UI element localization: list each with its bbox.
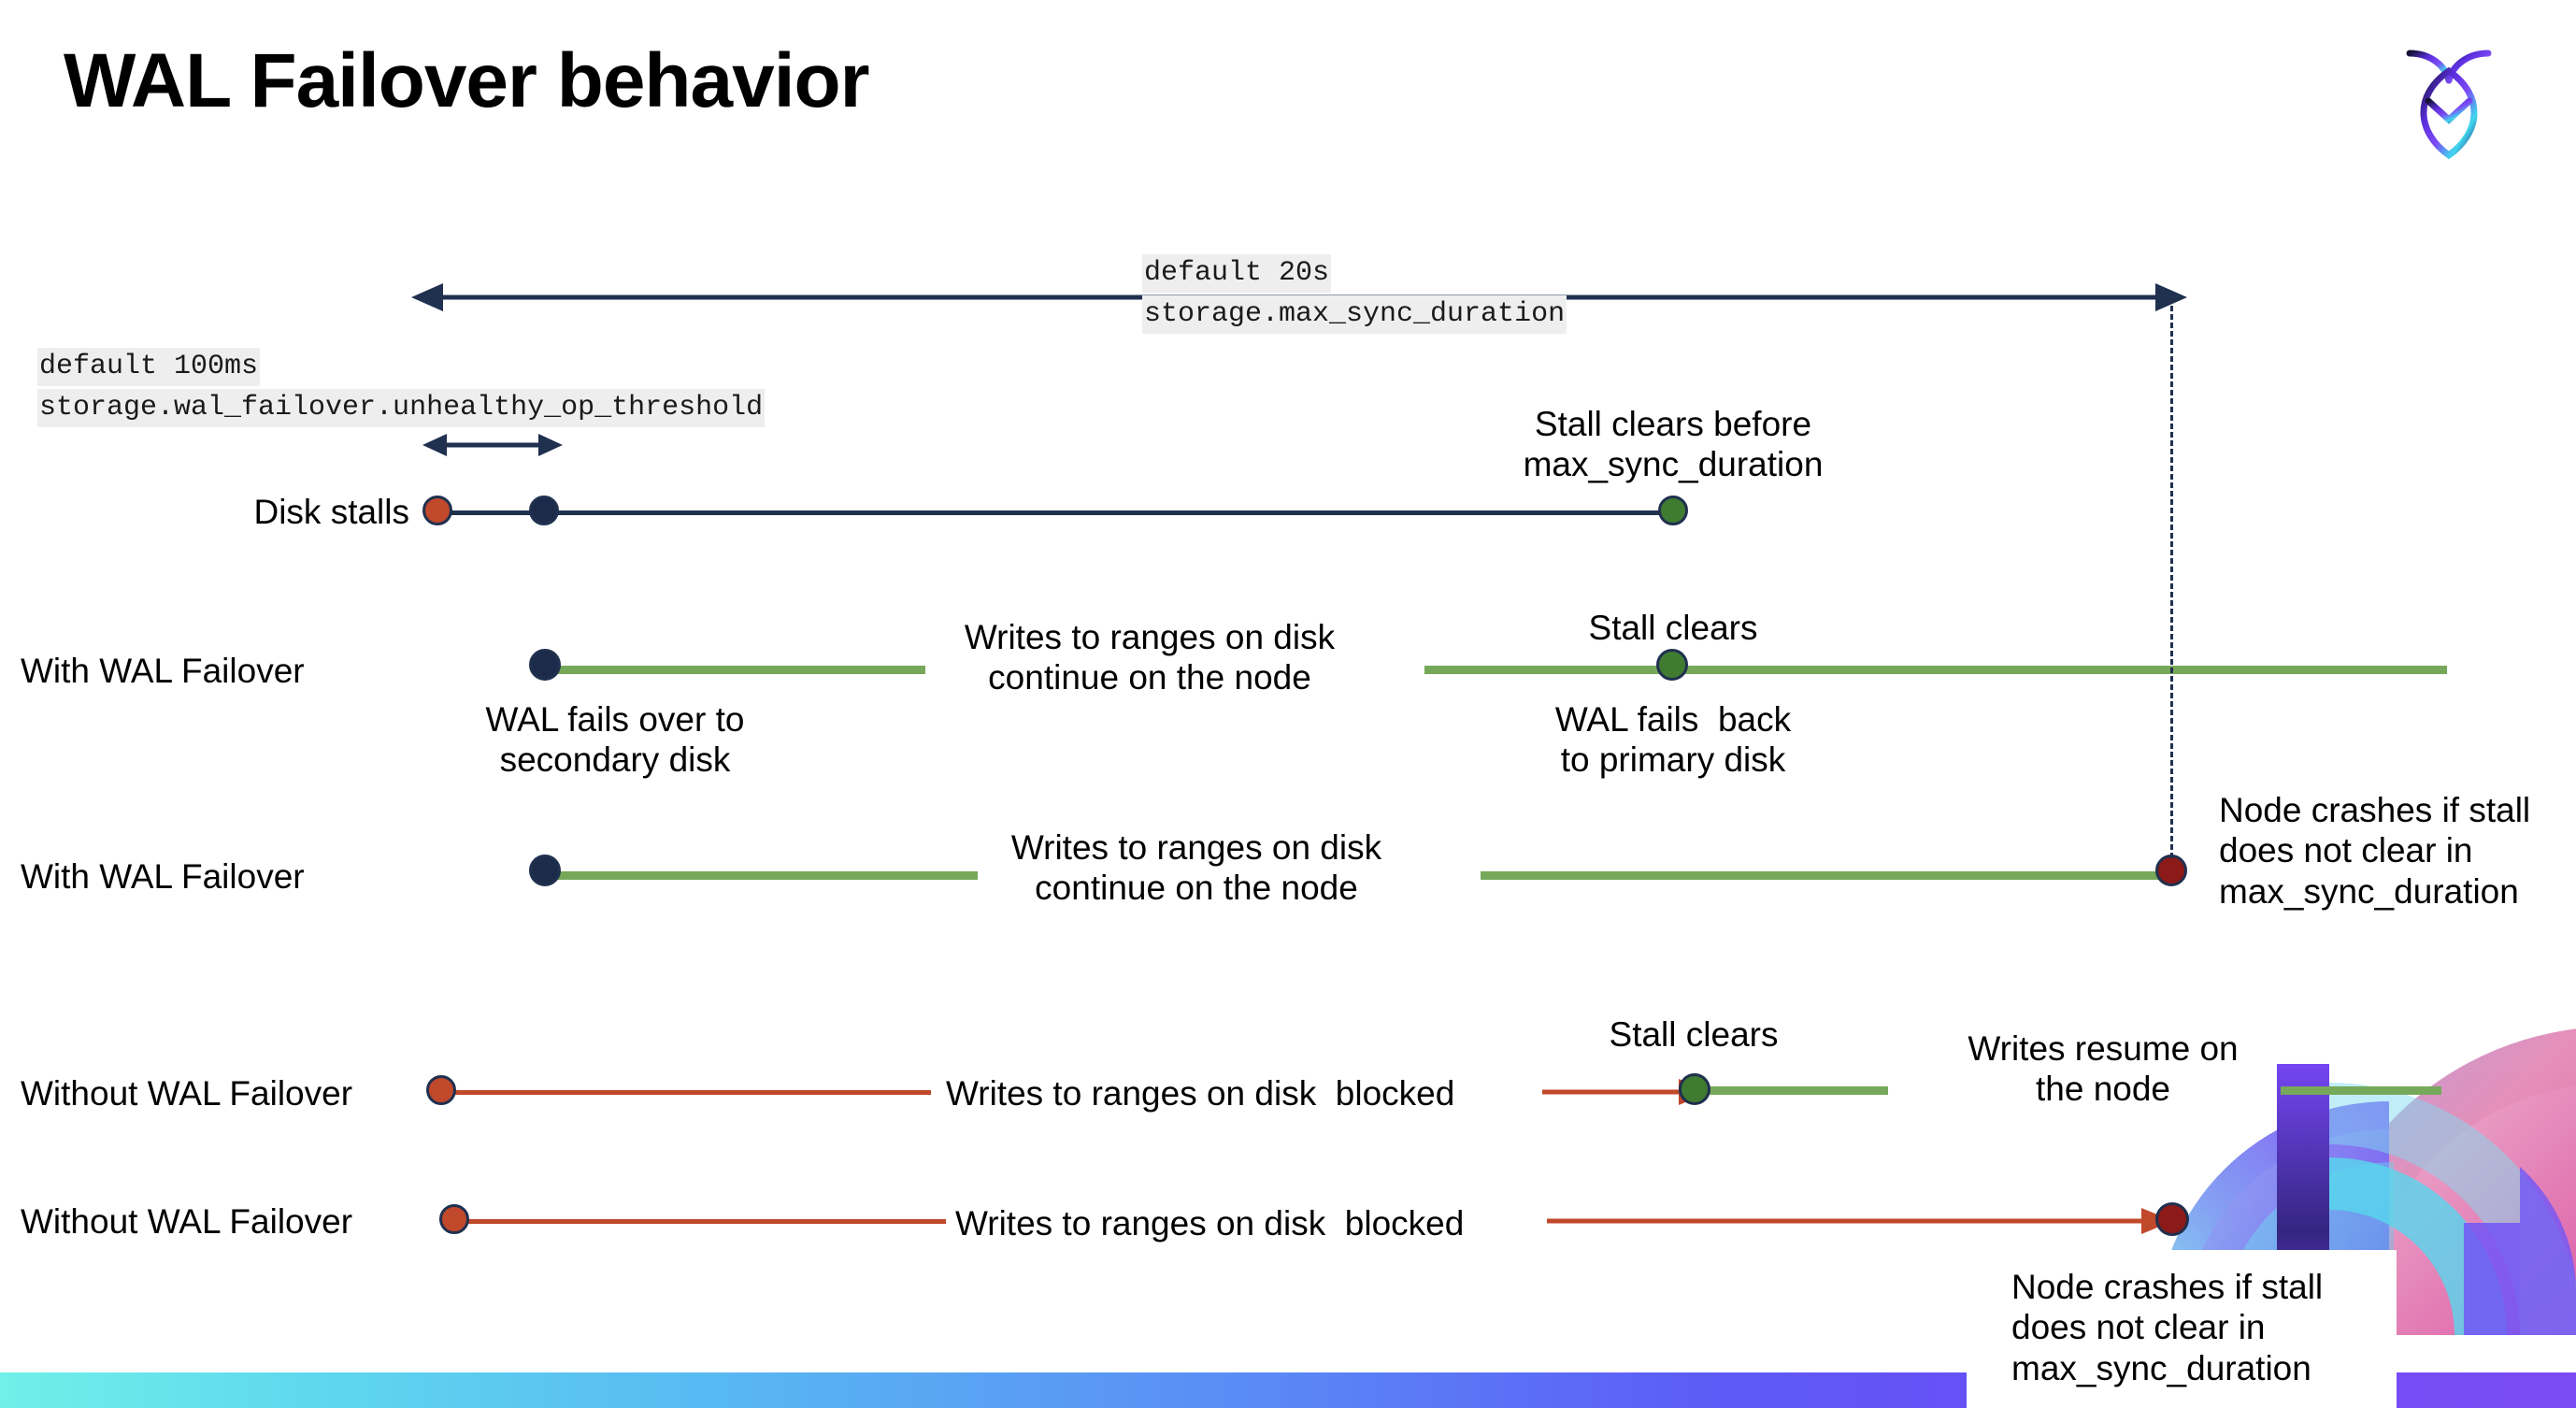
without-failover-2-blocked-line-a — [460, 1219, 946, 1224]
note-writes-continue-2: Writes to ranges on disk continue on the… — [1010, 828, 1382, 908]
page-title: WAL Failover behavior — [64, 38, 870, 123]
row-label-without-wal-failover-2: Without WAL Failover — [21, 1202, 353, 1241]
row-label-disk-stalls: Disk stalls — [253, 493, 409, 531]
without-failover-1-start-marker — [426, 1075, 456, 1105]
without-failover-2-crash-marker — [2155, 1202, 2189, 1236]
cockroachdb-logo-icon — [2406, 50, 2492, 160]
with-failover-2-crash-marker — [2155, 855, 2187, 886]
disk-stalls-failover-marker — [529, 496, 559, 525]
unhealthy-op-threshold-default-tag: default 100ms — [37, 348, 261, 386]
without-failover-2-start-marker — [439, 1204, 469, 1234]
note-stall-clears-b: Stall clears — [1609, 1015, 1779, 1054]
note-writes-blocked-2: Writes to ranges on disk blocked — [955, 1204, 1465, 1243]
unhealthy-op-threshold-setting-tag: storage.wal_failover.unhealthy_op_thresh… — [37, 389, 766, 427]
note-writes-blocked-1: Writes to ranges on disk blocked — [946, 1074, 1455, 1113]
with-failover-2-segment-left — [548, 871, 978, 880]
note-stall-clears-before: Stall clears before max_sync_duration — [1523, 405, 1824, 484]
with-failover-2-segment-right — [1481, 871, 2172, 880]
disk-stalls-start-marker — [422, 496, 452, 525]
with-failover-1-segment-right — [1424, 666, 2447, 674]
without-failover-2-blocked-arrow — [1547, 1208, 2173, 1234]
note-stall-clears-a: Stall clears — [1588, 609, 1758, 647]
note-writes-resume: Writes resume on the node — [1968, 1029, 2239, 1109]
note-wal-fails-over: WAL fails over to secondary disk — [485, 700, 745, 780]
with-failover-2-failover-marker — [529, 855, 561, 886]
with-failover-1-clear-marker — [1656, 649, 1688, 681]
row-label-with-wal-failover-1: With WAL Failover — [21, 652, 305, 690]
disk-stalls-clear-marker — [1658, 496, 1688, 525]
without-failover-1-resume-segment — [1694, 1086, 1888, 1095]
without-failover-1-blocked-line-a — [445, 1090, 931, 1095]
note-writes-continue-1: Writes to ranges on disk continue on the… — [964, 618, 1336, 697]
max-sync-duration-setting-tag: storage.max_sync_duration — [1142, 295, 1567, 334]
max-sync-duration-default-tag: default 20s — [1142, 254, 1332, 293]
note-node-crashes-2: Node crashes if stall does not clear in … — [2011, 1268, 2324, 1387]
with-failover-1-failover-marker — [529, 649, 561, 681]
unhealthy-op-threshold-span-arrow — [422, 434, 563, 456]
max-sync-duration-dashed-connector — [2170, 297, 2173, 858]
without-failover-1-resume-segment-2 — [2281, 1086, 2441, 1095]
note-wal-fails-back: WAL fails back to primary disk — [1554, 700, 1792, 780]
without-failover-1-clear-marker — [1679, 1073, 1710, 1105]
note-node-crashes-1: Node crashes if stall does not clear in … — [2219, 791, 2531, 911]
row-label-without-wal-failover-1: Without WAL Failover — [21, 1074, 353, 1113]
disk-stalls-timeline — [439, 510, 1673, 515]
row-label-with-wal-failover-2: With WAL Failover — [21, 857, 305, 896]
with-failover-1-segment-left — [548, 666, 925, 674]
